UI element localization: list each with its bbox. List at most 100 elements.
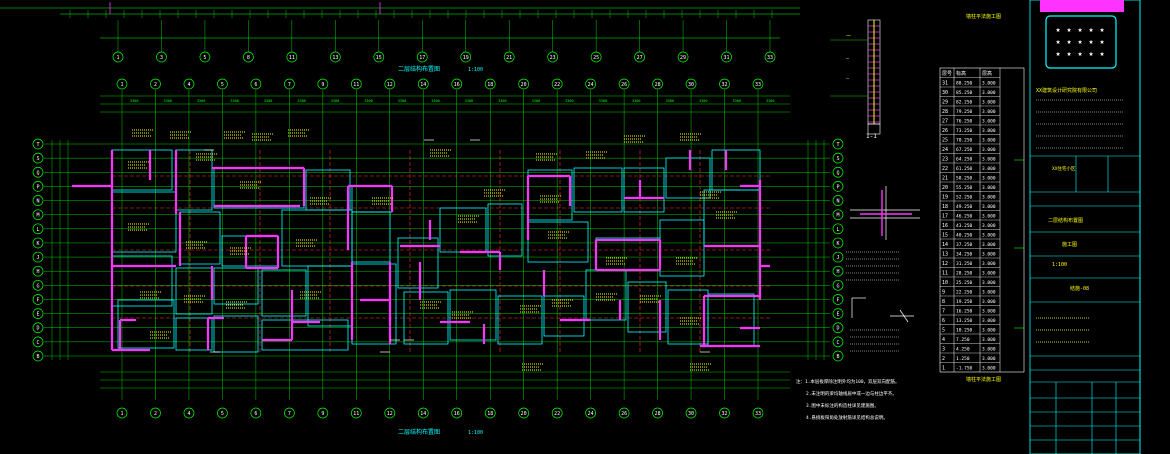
wall-outline — [527, 221, 589, 263]
axis-bubble-bottom — [451, 407, 463, 419]
table-height: 3.000 — [982, 223, 996, 229]
axis-bubble-left — [32, 181, 44, 192]
wall-outline — [351, 211, 391, 263]
axis-bubble-left — [32, 279, 44, 291]
axis-bubble-top — [451, 78, 463, 90]
axis-bubble-bottom-label: 16 — [454, 411, 460, 417]
top-axis-bubble — [329, 51, 341, 63]
axis-bubble-right — [832, 223, 844, 235]
axis-bubble-top — [217, 78, 228, 90]
detail-panel: 一—— — [830, 19, 920, 352]
table-floor-number: 31 — [942, 81, 948, 87]
axis-bubble-top — [284, 78, 295, 90]
plan-title-bottom: 二层结构布置图 — [398, 428, 440, 436]
table-floor-number: 21 — [942, 176, 948, 182]
wall-outline — [175, 317, 213, 351]
wall-outline — [397, 237, 439, 289]
axis-bubble-top-label: 22 — [554, 82, 560, 88]
top-axis-bubble — [764, 51, 776, 63]
axis-bubble-left-label: E — [36, 312, 39, 318]
top-axis-bubble-label: 31 — [724, 55, 730, 61]
seal-star: ★ — [1067, 37, 1072, 46]
table-height: 3.000 — [982, 318, 996, 324]
axis-bubble-right-label: L — [836, 227, 839, 233]
top-axis-bubble — [721, 51, 732, 63]
table-elevation: -1.750 — [956, 366, 973, 372]
plan-scale: 1:100 — [468, 67, 483, 73]
table-height: 3.000 — [982, 233, 996, 239]
wall-outline — [261, 319, 349, 351]
top-axis-bubble-label: 1 — [116, 55, 119, 61]
drawing-name: 二层结构布置图 — [1048, 217, 1083, 224]
top-axis-bubble-label: 19 — [463, 55, 469, 61]
table-floor-number: 7 — [942, 309, 945, 315]
axis-bubble-top — [618, 78, 630, 90]
axis-bubble-top-label: 18 — [487, 82, 493, 88]
axis-bubble-bottom-label: 30 — [688, 411, 694, 417]
axis-bubble-right — [832, 237, 844, 249]
seal-star: ★ — [1067, 49, 1072, 58]
dimension-text: 3300 — [130, 99, 138, 103]
axis-bubble-right — [832, 209, 844, 221]
axis-bubble-bottom — [685, 407, 697, 419]
table-header-cell: 层号 — [942, 71, 952, 77]
axis-bubble-right-label: T — [836, 142, 839, 148]
table-floor-number: 17 — [942, 214, 948, 220]
dimension-text: 3300 — [364, 99, 372, 103]
axis-bubble-left — [32, 138, 44, 150]
seal-star: ★ — [1100, 37, 1105, 46]
table-floor-number: 3 — [942, 347, 945, 353]
table-height: 3.000 — [982, 100, 996, 106]
table-elevation: 31.250 — [956, 261, 973, 267]
axis-bubble-bottom — [384, 407, 396, 419]
dimension-text: 3300 — [230, 99, 238, 103]
seal-star: ★ — [1056, 37, 1061, 46]
table-height: 3.000 — [982, 328, 996, 334]
wall-outline — [543, 295, 585, 337]
axis-bubble-top — [183, 78, 195, 90]
table-floor-number: 28 — [942, 109, 948, 115]
dimension-text: 3300 — [532, 99, 540, 103]
axis-bubble-top-label: 20 — [521, 82, 527, 88]
axis-bubble-bottom — [551, 407, 563, 419]
table-height: 3.000 — [982, 119, 996, 125]
axis-bubble-bottom-label: 1 — [120, 411, 123, 417]
table-floor-number: 2 — [942, 356, 945, 362]
axis-bubble-left — [32, 152, 44, 164]
wall-outline — [573, 167, 623, 213]
table-elevation: 55.250 — [956, 185, 973, 191]
axis-bubble-right-label: Q — [836, 170, 839, 176]
top-axis-bubble — [634, 51, 645, 63]
table-floor-number: 27 — [942, 119, 948, 125]
axis-bubble-top — [551, 78, 563, 90]
table-elevation: 82.250 — [956, 100, 973, 106]
axis-bubble-right-label: J — [836, 255, 839, 261]
table-elevation: 16.250 — [956, 309, 973, 315]
table-floor-number: 19 — [942, 195, 948, 201]
axis-bubble-bottom-label: 28 — [655, 411, 661, 417]
axis-bubble-top — [150, 78, 161, 90]
details-title-lower: 墙柱平法施工图 — [966, 376, 1001, 383]
table-height: 3.000 — [982, 252, 996, 258]
dimension-text: 3300 — [264, 99, 272, 103]
top-axis-bubble — [503, 51, 515, 63]
note-line-3: 3.图中未标注的构造柱详见建施图。 — [806, 402, 879, 409]
table-floor-number: 30 — [942, 90, 948, 96]
section-tag: — — [846, 76, 850, 82]
seal-star: ★ — [1067, 25, 1072, 34]
axis-bubble-bottom — [150, 407, 161, 419]
wall-outline — [213, 267, 259, 305]
table-elevation: 46.250 — [956, 214, 973, 220]
seal-star: ★ — [1100, 25, 1105, 34]
axis-bubble-right-label: E — [836, 312, 839, 318]
axis-bubble-bottom-label: 33 — [755, 411, 761, 417]
axis-bubble-left-label: D — [36, 326, 39, 332]
wall-outline — [403, 291, 449, 345]
seal-star: ★ — [1056, 49, 1061, 58]
table-elevation: 37.250 — [956, 242, 973, 248]
table-elevation: 25.250 — [956, 280, 973, 286]
axis-bubble-top-label: 7 — [288, 82, 291, 88]
axis-bubble-top — [317, 78, 329, 90]
axis-bubble-right — [832, 279, 844, 291]
table-height: 3.000 — [982, 176, 996, 182]
